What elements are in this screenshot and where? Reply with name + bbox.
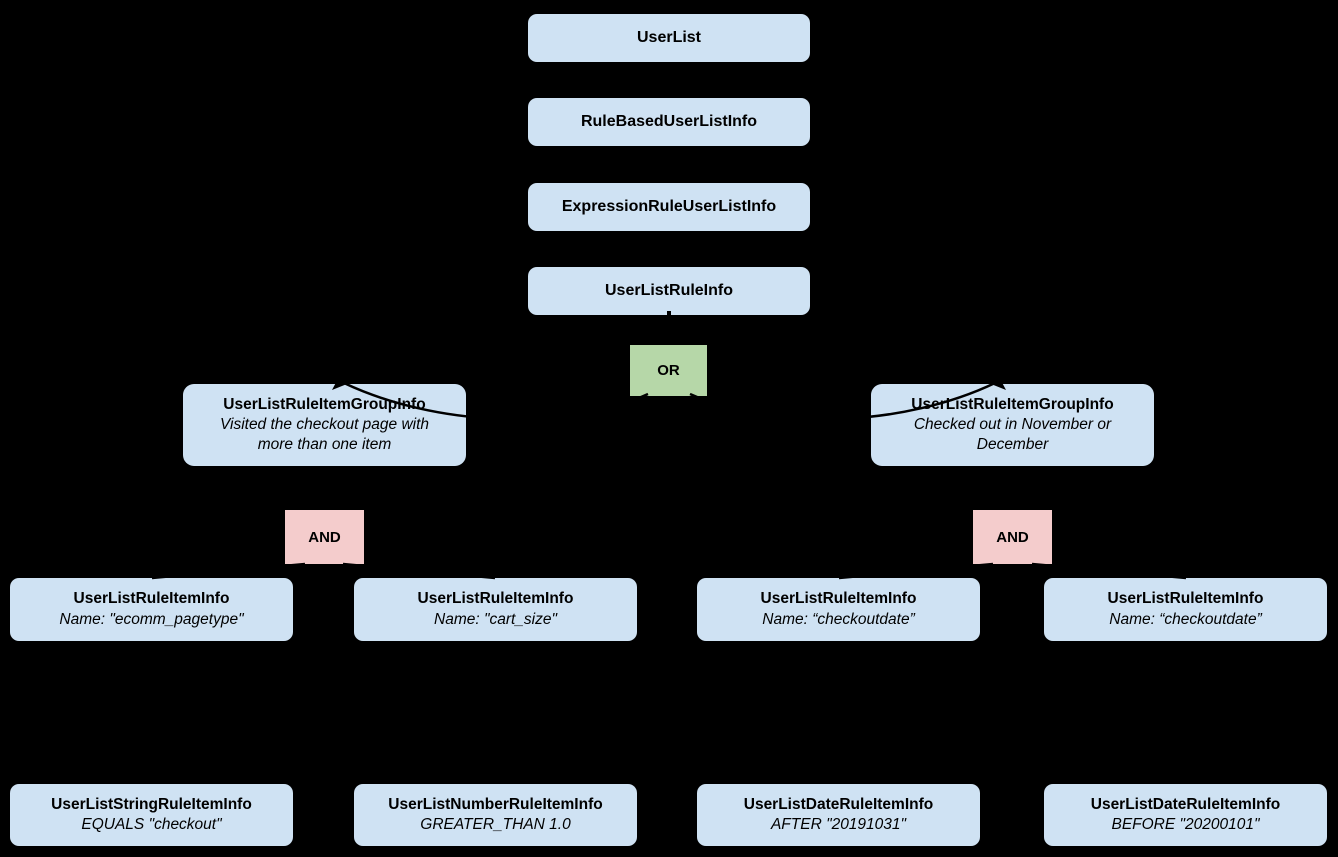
node-title: UserListNumberRuleItemInfo — [388, 795, 603, 813]
node-description: Visited the checkout page with more than… — [219, 415, 430, 454]
or-operator: OR — [630, 345, 707, 396]
node-title: UserListRuleItemInfo — [760, 590, 917, 608]
node-description: BEFORE "20200101" — [1111, 816, 1260, 833]
node-description: Name: “checkoutdate” — [1109, 610, 1262, 628]
rule-item-node-cart-size: UserListRuleItemInfo Name: "cart_size" — [354, 578, 637, 641]
node-title: UserListStringRuleItemInfo — [51, 795, 252, 813]
node-description: Name: “checkoutdate” — [762, 610, 915, 628]
node-description: Name: "ecomm_pagetype" — [59, 610, 244, 628]
node-title: UserListRuleItemInfo — [1107, 590, 1264, 608]
node-expressionruleuserlistinfo: ExpressionRuleUserListInfo — [528, 183, 810, 231]
node-title: UserListRuleItemGroupInfo — [911, 395, 1114, 413]
node-title: UserListRuleInfo — [604, 281, 733, 299]
and-operator-right: AND — [973, 510, 1052, 564]
node-description: Name: "cart_size" — [434, 610, 557, 628]
node-title: UserListRuleItemGroupInfo — [223, 395, 426, 413]
node-userlist: UserList — [528, 14, 810, 62]
group-node-right: UserListRuleItemGroupInfo Checked out in… — [871, 384, 1154, 466]
rule-item-node-checkoutdate-before: UserListRuleItemInfo Name: “checkoutdate… — [1044, 578, 1327, 641]
node-description: EQUALS "checkout" — [81, 816, 222, 833]
node-title: UserListRuleItemInfo — [73, 590, 230, 608]
rule-item-node-checkoutdate-after: UserListRuleItemInfo Name: “checkoutdate… — [697, 578, 980, 641]
node-rulebaseduserlistinfo: RuleBasedUserListInfo — [528, 98, 810, 146]
node-description: AFTER "20191031" — [770, 816, 907, 833]
node-title: UserListDateRuleItemInfo — [743, 795, 934, 813]
date-rule-item-node-before: UserListDateRuleItemInfo BEFORE "2020010… — [1044, 784, 1327, 846]
node-title: ExpressionRuleUserListInfo — [561, 197, 777, 215]
number-rule-item-node: UserListNumberRuleItemInfo GREATER_THAN … — [354, 784, 637, 846]
group-node-left: UserListRuleItemGroupInfo Visited the ch… — [183, 384, 466, 466]
node-title: UserListDateRuleItemInfo — [1090, 795, 1281, 813]
and-operator-left: AND — [285, 510, 364, 564]
node-title: RuleBasedUserListInfo — [580, 112, 758, 130]
string-rule-item-node: UserListStringRuleItemInfo EQUALS "check… — [10, 784, 293, 846]
node-title: UserListRuleItemInfo — [417, 590, 574, 608]
node-description: Checked out in November or December — [913, 415, 1112, 454]
node-userlistruleinfo: UserListRuleInfo — [528, 267, 810, 315]
node-title: UserList — [636, 28, 702, 46]
node-description: GREATER_THAN 1.0 — [420, 816, 571, 833]
rule-item-node-ecomm-pagetype: UserListRuleItemInfo Name: "ecomm_pagety… — [10, 578, 293, 641]
date-rule-item-node-after: UserListDateRuleItemInfo AFTER "20191031… — [697, 784, 980, 846]
